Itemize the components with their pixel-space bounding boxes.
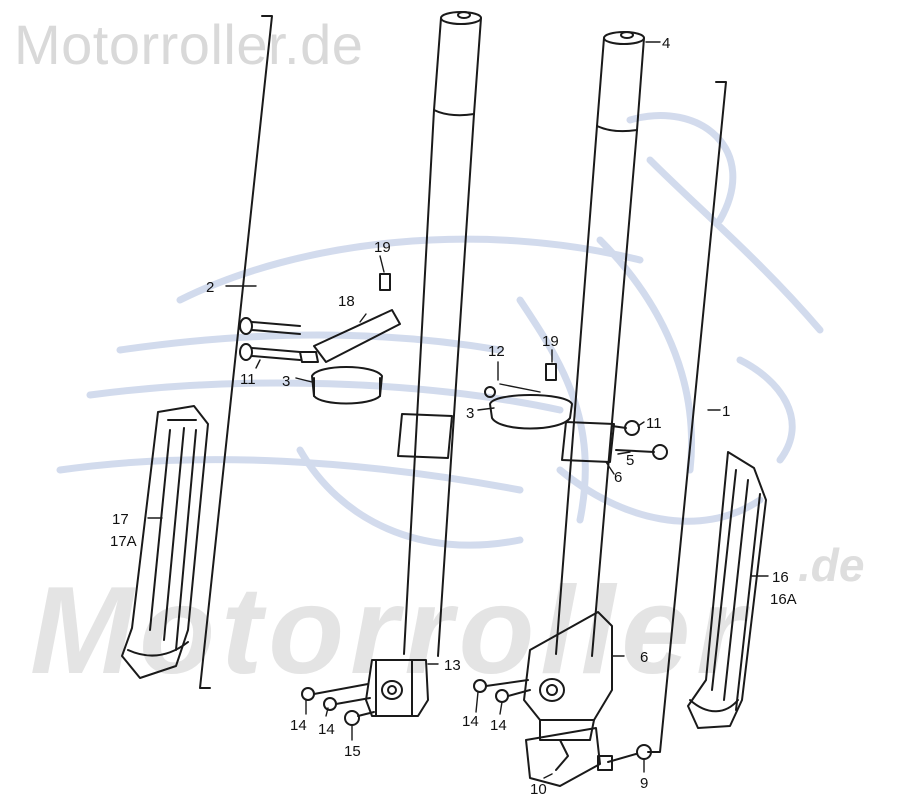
left-fork-tube: [397, 11, 482, 657]
callout-3-left: 3: [282, 373, 290, 390]
callout-3-right: 3: [466, 405, 474, 422]
right-fork-tube: [555, 31, 645, 657]
clip-left: [379, 273, 391, 291]
reflector-strip: [299, 309, 401, 363]
callout-14-c: 14: [462, 713, 479, 730]
callout-19-right: 19: [542, 333, 559, 350]
clip-right: [545, 363, 557, 381]
callout-2: 2: [206, 279, 214, 296]
callout-12: 12: [488, 343, 505, 360]
callout-9: 9: [640, 775, 648, 792]
callout-14-d: 14: [490, 717, 507, 734]
bolts-left: [239, 317, 301, 361]
callout-16: 16: [772, 569, 789, 586]
callout-18: 18: [338, 293, 355, 310]
callout-14-a: 14: [290, 717, 307, 734]
left-fork-bracket-line: [199, 15, 273, 689]
callout-13: 13: [444, 657, 461, 674]
bolts-lower-left: [301, 683, 375, 726]
bolt-right: [611, 420, 668, 460]
watermark-big: Motorroller: [30, 562, 751, 700]
right-fork-cover: [687, 451, 767, 729]
bolts-lower-right: [473, 679, 531, 703]
bolt-9: [597, 744, 652, 771]
callout-11-right: 11: [646, 415, 662, 432]
left-fork-cover: [121, 405, 209, 679]
callout-17a: 17A: [110, 533, 137, 550]
callout-1: 1: [722, 403, 730, 420]
watermark-top: Motorroller.de: [14, 13, 364, 76]
left-lower-leg: [365, 659, 429, 717]
callout-labels: 1 2 3 3 4 5 6 6 9 10 11 11 12 13 14 14 1…: [110, 35, 797, 798]
callout-14-b: 14: [318, 721, 335, 738]
callout-19-left: 19: [374, 239, 391, 256]
callout-6-upper: 6: [614, 469, 622, 486]
callout-17: 17: [112, 511, 129, 528]
callout-6-lower: 6: [640, 649, 648, 666]
axle-holder-plate: [525, 727, 601, 787]
right-fork-bracket-line: [647, 81, 727, 753]
callout-10: 10: [530, 781, 547, 798]
watermark-suffix: .de: [798, 539, 865, 591]
left-fork-clamp: [311, 366, 383, 405]
nut-12: [484, 386, 496, 398]
callout-4: 4: [662, 35, 670, 52]
callout-5: 5: [626, 452, 634, 469]
leader-lines: [147, 41, 769, 779]
callout-11-left: 11: [240, 371, 256, 388]
right-lower-leg: [523, 611, 613, 741]
right-fork-clamp: [489, 394, 573, 430]
callout-16a: 16A: [770, 591, 797, 608]
callout-15: 15: [344, 743, 361, 760]
